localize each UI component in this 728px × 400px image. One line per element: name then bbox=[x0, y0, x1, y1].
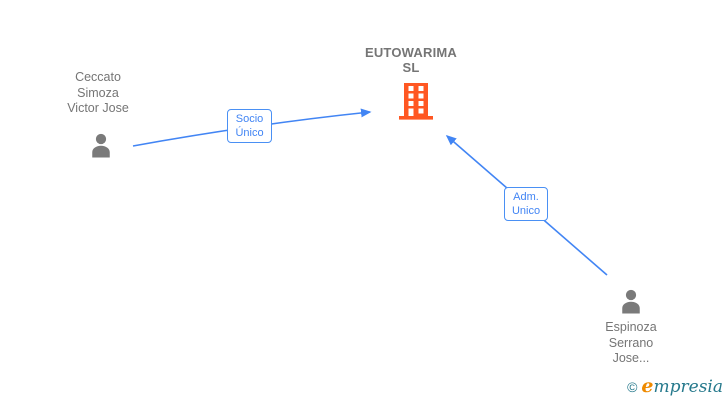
building-icon bbox=[399, 83, 433, 120]
person-name-line: Espinoza bbox=[605, 320, 657, 334]
company-node-eutowarima[interactable] bbox=[399, 83, 433, 125]
edge-label-line: Adm. bbox=[513, 191, 539, 203]
person-name-line: Ceccato bbox=[75, 70, 121, 84]
edge-label-line: Único bbox=[235, 127, 264, 139]
person-node-espinoza-label[interactable]: Espinoza Serrano Jose... bbox=[563, 320, 699, 367]
person-name-line: Jose... bbox=[612, 351, 650, 365]
person-node-ceccato[interactable] bbox=[86, 130, 116, 165]
person-icon bbox=[622, 289, 640, 314]
person-node-espinoza[interactable] bbox=[616, 286, 646, 321]
edge-label-socio-unico[interactable]: Socio Único bbox=[227, 109, 272, 143]
edge-label-adm-unico[interactable]: Adm. Unico bbox=[504, 187, 548, 221]
person-name-line: Simoza bbox=[77, 85, 119, 100]
company-name-line: EUTOWARIMA bbox=[364, 45, 458, 60]
empresia-logo-rest: mpresia bbox=[653, 377, 724, 397]
empresia-logo-e: e bbox=[641, 375, 654, 397]
person-node-ceccato-label[interactable]: Ceccato Simoza Victor Jose bbox=[30, 70, 166, 117]
empresia-watermark: © empresia bbox=[627, 375, 723, 397]
person-icon bbox=[92, 133, 110, 158]
empresia-logo: empresia bbox=[641, 375, 723, 397]
company-name-line: SL bbox=[402, 60, 420, 75]
copyright-icon: © bbox=[627, 379, 638, 395]
person-name-line: Victor Jose bbox=[67, 101, 129, 115]
person-name-line: Serrano bbox=[608, 335, 654, 350]
edge-label-line: Socio bbox=[235, 113, 264, 125]
edge-label-line: Unico bbox=[511, 205, 541, 217]
company-node-label[interactable]: EUTOWARIMA SL bbox=[336, 45, 486, 75]
